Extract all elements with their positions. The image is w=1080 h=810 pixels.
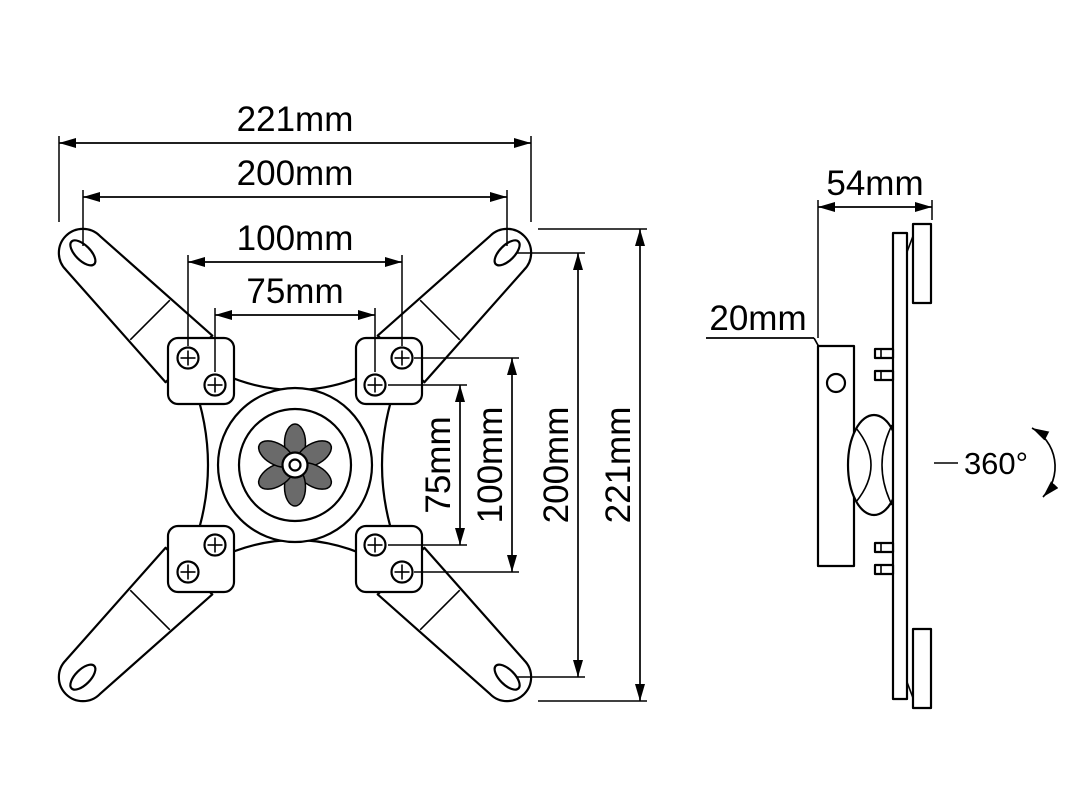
rotation-arrow — [1031, 427, 1059, 498]
dim-depth-overall: 54mm — [817, 164, 933, 338]
screw — [203, 373, 227, 397]
dim-label: 200mm — [537, 407, 576, 524]
dim-width-vesa75: 75mm — [214, 272, 376, 372]
swivel-hub — [216, 386, 374, 544]
dim-label: 221mm — [237, 100, 354, 139]
dim-label: 75mm — [419, 416, 458, 513]
dim-label: 100mm — [471, 407, 510, 524]
screw — [363, 533, 387, 557]
wall-plate-hole — [825, 372, 847, 394]
vesa-plate-bottom-left — [166, 524, 236, 594]
vesa-plate-bottom-right — [354, 524, 424, 594]
screw — [176, 560, 200, 584]
rotation-label: 360° — [964, 446, 1028, 481]
swivel-joint — [846, 413, 902, 517]
dim-label: 54mm — [826, 164, 923, 203]
flange-bottom — [911, 627, 933, 710]
side-screws — [873, 347, 895, 576]
flange-top — [911, 222, 933, 305]
mount-slot — [69, 663, 97, 691]
dim-label: 20mm — [709, 299, 806, 338]
bracket-plate-edge — [891, 231, 909, 701]
dim-width-outer: 221mm — [58, 100, 532, 222]
dim-label: 75mm — [246, 272, 343, 311]
dim-label: 200mm — [237, 154, 354, 193]
mount-slot — [69, 239, 97, 267]
mount-slot — [493, 663, 521, 691]
screw — [176, 346, 200, 370]
screw — [390, 560, 414, 584]
dim-label: 221mm — [599, 407, 638, 524]
front-view: 221mm 200mm 100mm 75mm 75mm — [57, 100, 647, 703]
dim-wall-plate-depth: 20mm — [706, 299, 820, 348]
mount-slot — [493, 239, 521, 267]
dim-height-vesa100: 100mm — [414, 357, 519, 573]
dim-label: 100mm — [237, 219, 354, 258]
screw — [203, 533, 227, 557]
dim-height-vesa75: 75mm — [388, 384, 467, 546]
dim-width-vesa100: 100mm — [187, 219, 403, 346]
vesa-plate-top-right — [354, 336, 424, 406]
dim-width-mount-holes: 200mm — [82, 154, 508, 246]
screw — [363, 373, 387, 397]
side-view: 54mm 20mm 360° — [706, 164, 1059, 710]
dim-height-outer: 221mm — [538, 228, 647, 702]
rotation-annotation: 360° — [934, 427, 1059, 498]
dim-height-mount-holes: 200mm — [516, 252, 585, 678]
screw — [390, 346, 414, 370]
vesa-plate-top-left — [166, 336, 236, 406]
